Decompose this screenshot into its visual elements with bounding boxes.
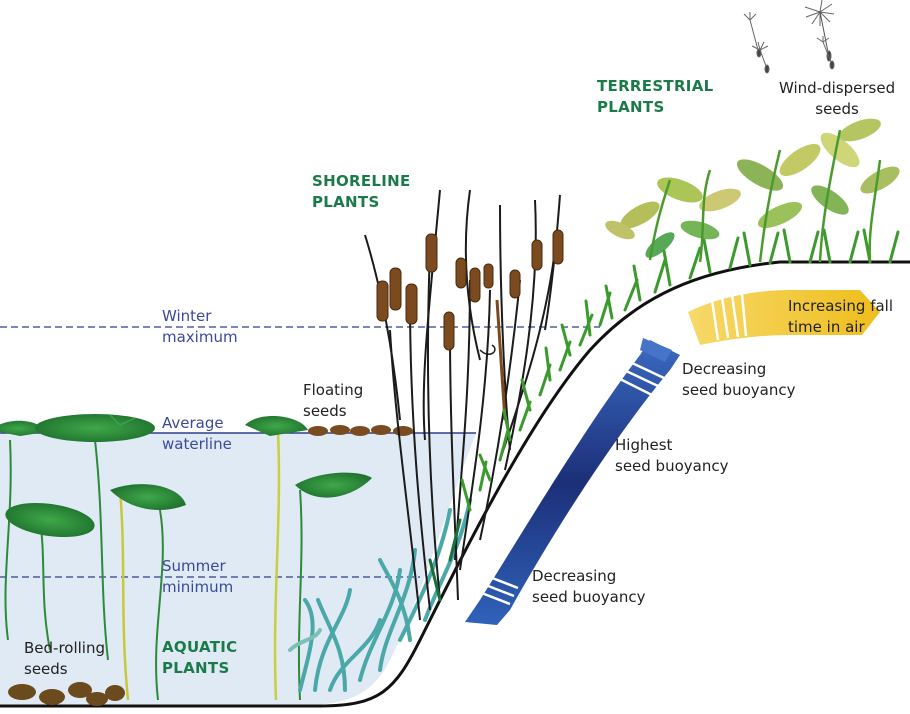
- fall-time-label: Increasing fall time in air: [788, 297, 894, 336]
- fall-time-arrow: [688, 290, 880, 345]
- floating-seeds-label: Floating seeds: [303, 381, 364, 420]
- shoreline-plants-label: SHORELINE PLANTS: [312, 172, 411, 211]
- aquatic-plants-label: AQUATIC PLANTS: [162, 638, 238, 677]
- summer-minimum-label: Summer minimum: [162, 557, 234, 596]
- wind-seed-icons: [743, 0, 835, 74]
- bed-rolling-seed-marks: [8, 682, 125, 706]
- bed-rolling-seeds-label: Bed-rolling seeds: [24, 639, 105, 678]
- shore-grasses: [428, 228, 900, 602]
- average-waterline-label: Average waterline: [162, 414, 232, 453]
- cattails: [364, 189, 564, 621]
- water-body: [0, 433, 476, 705]
- winter-maximum-label: Winter maximum: [162, 307, 238, 346]
- buoyancy-arrow: [465, 338, 680, 625]
- terrestrial-foliage: [605, 118, 900, 258]
- aquatic-plant-stems: [4, 431, 303, 701]
- terrestrial-stems: [648, 129, 882, 263]
- buoyancy-bottom-label: Decreasing seed buoyancy: [532, 567, 646, 606]
- lily-pads: [0, 414, 372, 538]
- buoyancy-top-label: Decreasing seed buoyancy: [682, 360, 796, 399]
- floating-seed-marks: [308, 425, 413, 436]
- wind-dispersed-seeds-label: Wind-dispersed seeds: [779, 79, 896, 118]
- land-profile: [0, 260, 910, 708]
- terrestrial-plants-label: TERRESTRIAL PLANTS: [597, 77, 714, 116]
- buoyancy-highest-label: Highest seed buoyancy: [615, 436, 729, 475]
